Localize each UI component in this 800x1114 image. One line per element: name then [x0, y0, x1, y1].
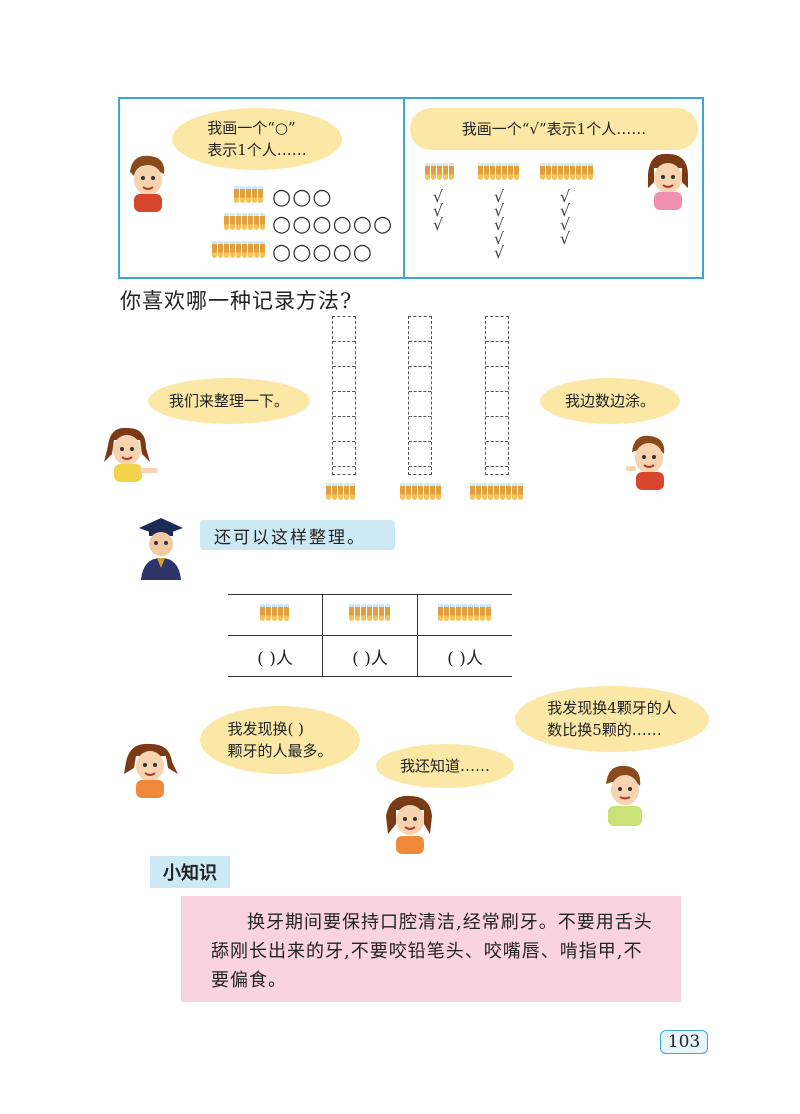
- girl-thinking-illustration: [386, 795, 432, 854]
- tip-label: 小知识: [150, 856, 230, 888]
- teacher-tip-text: 还可以这样整理。: [214, 527, 366, 548]
- speech-bubble-circle-method: 我画一个“○” 表示1个人……: [172, 108, 342, 170]
- check-mark: √: [559, 201, 571, 220]
- speech-bubble-organize: 我们来整理一下。: [148, 378, 310, 424]
- teeth-row-4: [224, 213, 266, 230]
- teeth-group-5: [540, 163, 594, 180]
- box-divider: [403, 97, 405, 279]
- question-text: 你喜欢哪一种记录方法?: [120, 289, 353, 313]
- table-row: ( )人 ( )人 ( )人: [228, 635, 512, 677]
- header-cell-3-teeth: [228, 594, 323, 636]
- teeth-group-3: [425, 163, 455, 180]
- circle-row-1: ○○○: [272, 185, 333, 210]
- page-number: 103: [660, 1030, 708, 1054]
- check-mark: √: [493, 243, 505, 262]
- dashed-column-3: [485, 316, 509, 475]
- teeth-row-3: [234, 186, 264, 203]
- header-cell-5-teeth: [417, 594, 512, 636]
- check-mark: √: [432, 215, 444, 234]
- count-cell-3[interactable]: ( )人: [417, 635, 512, 677]
- header-cell-4-teeth: [322, 594, 418, 636]
- table-header-row: [228, 594, 512, 636]
- speech-bubble-check-method: 我画一个“√”表示1个人……: [410, 108, 698, 150]
- speech-bubble-compare: 我发现换4颗牙的人 数比换5颗的……: [515, 686, 709, 752]
- count-cell-2[interactable]: ( )人: [322, 635, 418, 677]
- teeth-label-3: [326, 483, 356, 500]
- teacher-doctor-icon: [139, 518, 183, 580]
- check-mark: √: [493, 187, 505, 206]
- girl-illustration: [648, 153, 688, 210]
- circle-row-2: ○○○○○○: [272, 212, 394, 237]
- check-mark: √: [493, 229, 505, 248]
- circle-row-3: ○○○○○: [272, 240, 373, 265]
- teeth-group-4: [478, 163, 520, 180]
- check-mark: √: [432, 187, 444, 206]
- check-mark: √: [493, 215, 505, 234]
- girl-pointing-illustration: [104, 427, 158, 482]
- check-column-3: √√√√: [555, 187, 575, 248]
- speech-bubble-most-teeth: 我发现换( ) 颗牙的人最多。: [200, 706, 360, 774]
- check-column-1: √√√: [428, 187, 448, 234]
- check-mark: √: [559, 229, 571, 248]
- record-methods-box: [118, 97, 704, 279]
- check-column-2: √√√√√: [489, 187, 509, 262]
- tip-text: 换牙期间要保持口腔清洁,经常刷牙。不要用舌头舔刚长出来的牙,不要咬铅笔头、咬嘴唇…: [211, 912, 653, 991]
- count-cell-1[interactable]: ( )人: [228, 635, 323, 677]
- boy-thinking-illustration: [606, 765, 642, 826]
- teacher-tip-box: 还可以这样整理。: [200, 520, 395, 550]
- speech-bubble-also-know: 我还知道……: [376, 744, 514, 788]
- girl-pigtails-illustration: [124, 743, 178, 798]
- check-mark: √: [559, 187, 571, 206]
- teeth-row-5: [212, 241, 266, 258]
- speech-bubble-count-color: 我边数边涂。: [540, 378, 680, 424]
- record-table: ( )人 ( )人 ( )人: [228, 594, 512, 677]
- check-mark: √: [432, 201, 444, 220]
- boy-waving-illustration: [626, 435, 665, 490]
- check-mark: √: [559, 215, 571, 234]
- teeth-label-5: [470, 483, 524, 500]
- boy-illustration: [130, 155, 165, 212]
- tip-box: 换牙期间要保持口腔清洁,经常刷牙。不要用舌头舔刚长出来的牙,不要咬铅笔头、咬嘴唇…: [181, 896, 681, 1002]
- check-mark: √: [493, 201, 505, 220]
- dashed-column-1: [332, 316, 356, 475]
- dashed-column-2: [408, 316, 432, 475]
- teeth-label-4: [400, 483, 442, 500]
